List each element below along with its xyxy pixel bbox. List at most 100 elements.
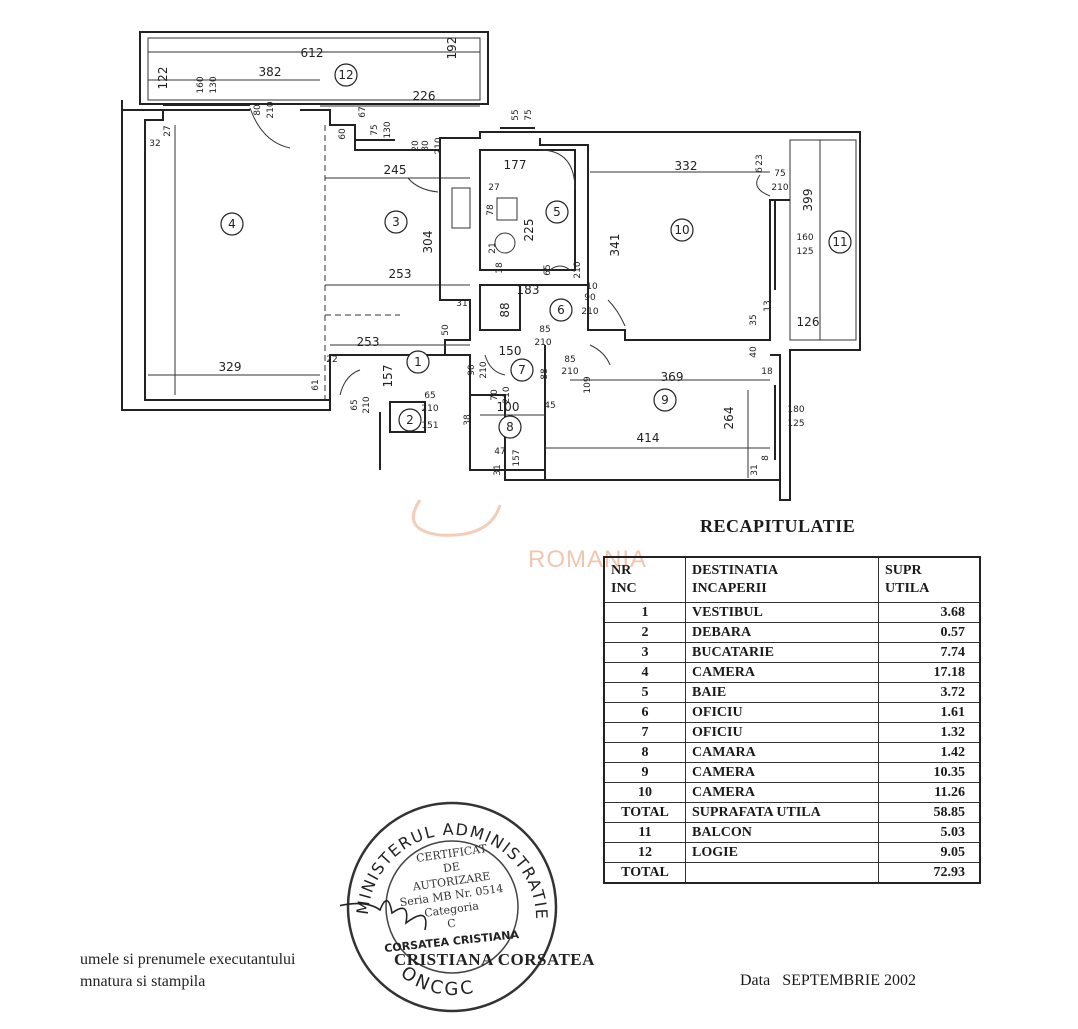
dimension-label: 31 [750,464,760,475]
dimension-label: 65 [543,264,553,275]
dimension-label: 20 [411,140,421,152]
dimension-label: 304 [421,231,435,254]
dimension-label: 65 [424,391,435,401]
recap-cell-dest: VESTIBUL [685,602,879,623]
dimension-label: 65 [350,399,360,410]
date-line: Data SEPTEMBRIE 2002 [740,972,916,990]
room-marker [545,200,569,224]
recap-cell-supr: 1.32 [878,722,981,743]
dimension-label: 90 [467,364,477,376]
recap-cell-nr: 5 [603,682,686,703]
signature [340,899,427,931]
dimension-label: 122 [156,67,170,90]
dimension-label: 150 [499,344,522,358]
dimension-label: 85 [539,325,550,335]
recap-cell-supr: 1.42 [878,742,981,763]
recap-cell-supr: 72.93 [878,862,981,884]
dimension-label: 341 [608,234,622,257]
room-number: 1 [414,355,422,369]
dimension-label: 75 [370,124,380,135]
recap-cell-dest: BAIE [685,682,879,703]
room-marker [334,63,358,87]
recap-cell-supr: 10.35 [878,762,981,783]
dimension-label: 27 [163,125,173,136]
dimension-label: 382 [259,65,282,79]
dimension-label: 90 [584,293,596,303]
footer-signature-label: mnatura si stampila [80,973,206,990]
recap-cell-nr: 2 [603,622,686,643]
recap-cell-dest: SUPRAFATA UTILA [685,802,879,823]
room-marker [398,408,422,432]
dimension-label: 612 [301,46,324,60]
dimension-label: 31 [456,299,467,309]
dimension-label: 399 [801,189,815,212]
recap-cell-supr: 9.05 [878,842,981,863]
seal-center-line: C [446,917,456,931]
dimension-label: 85 [564,355,575,365]
dimension-label: 225 [522,219,536,242]
room-marker [498,415,522,439]
dimension-label: 67 [358,106,368,117]
room-number: 4 [228,217,236,231]
recap-cell-nr: 4 [603,662,686,683]
date-value: SEPTEMBRIE 2002 [782,972,916,989]
recap-header-row: NR INC DESTINATIA INCAPERII SUPR UTILA [603,556,981,603]
room-number: 12 [338,68,353,82]
executant-name: CRISTIANA CORSATEA [394,950,595,969]
dimension-label: 157 [381,365,395,388]
recap-cell-dest: BUCATARIE [685,642,879,663]
dimension-label: 18 [495,262,505,274]
room-number: 10 [674,223,689,237]
dimension-label: 264 [722,407,736,430]
recap-cell-nr: 10 [603,782,686,803]
dimension-label: 210 [771,183,788,193]
dimension-label: 210 [581,307,598,317]
recap-cell-dest: CAMERA [685,782,879,803]
room-marker [653,388,677,412]
dimension-label: 130 [209,76,219,93]
dimension-label: 332 [675,159,698,173]
room-number: 8 [506,420,514,434]
recap-cell-supr: 58.85 [878,802,981,823]
dimension-label: 8 [761,455,771,461]
dimension-label: 32 [149,139,160,149]
recap-row: TOTAL 72.93 [603,862,981,884]
dimension-label: 80 [253,104,263,116]
room-marker [828,230,852,254]
room-marker [549,298,573,322]
room-marker [510,358,534,382]
dimension-label: 23 [755,154,765,165]
dimension-label: 245 [384,163,407,177]
footer-executant-label: umele si prenumele executantului [80,951,296,968]
dimension-label: 160 [196,76,206,93]
recap-cell-dest: CAMARA [685,742,879,763]
recap-cell-nr: 1 [603,602,686,623]
recap-cell-nr: TOTAL [603,862,686,884]
dimension-label: 78 [486,204,496,216]
header-nr: NR INC [603,556,686,603]
recap-cell-supr: 7.74 [878,642,981,663]
dimension-label: 210 [573,261,583,278]
dimension-label: 253 [389,267,412,281]
room-number: 6 [557,303,565,317]
dimension-label: 21 [488,242,498,253]
recap-cell-dest: CAMERA [685,662,879,683]
room-number: 7 [518,363,526,377]
dimension-label: 10 [586,282,598,292]
dimension-label: 55 [511,109,521,120]
recap-cell-supr: 5.03 [878,822,981,843]
dimension-label: 75 [774,169,785,179]
recap-cell-supr: 11.26 [878,782,981,803]
dimension-label: 45 [544,401,555,411]
recap-cell-dest: DEBARA [685,622,879,643]
dimension-label: 40 [749,346,759,358]
dimension-label: 210 [266,101,276,118]
recap-cell-supr: 0.57 [878,622,981,643]
